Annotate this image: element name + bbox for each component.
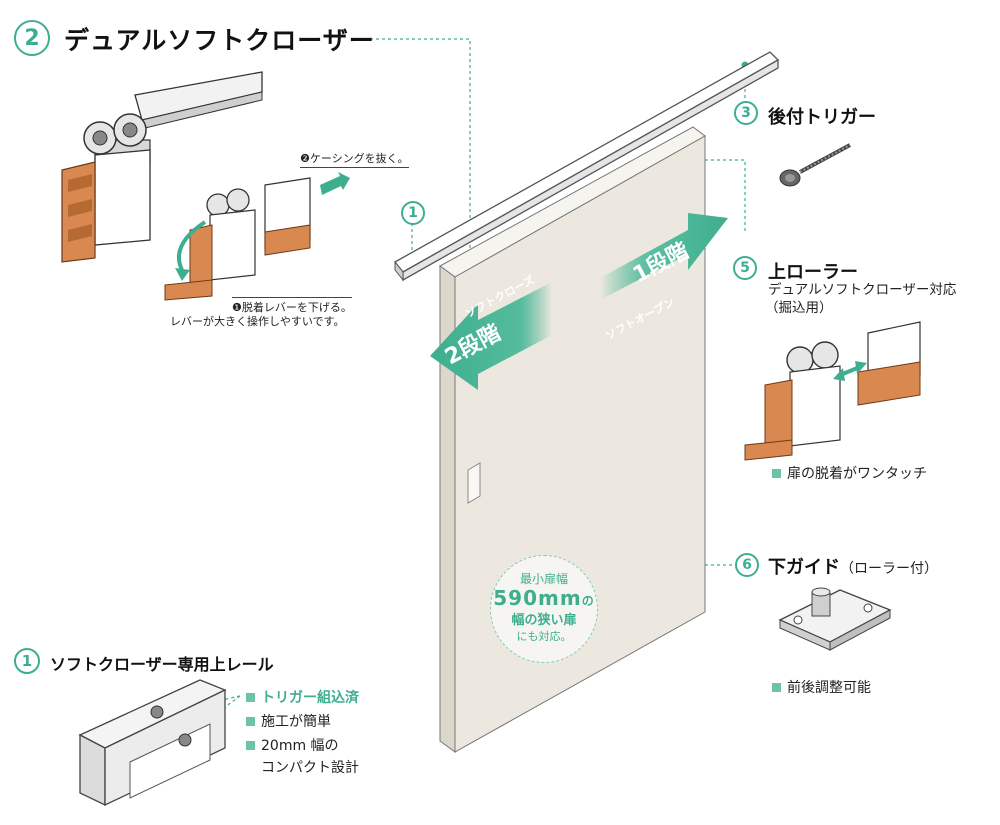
rail-features: トリガー組込済 施工が簡単 20mm 幅の コンパクト設計 — [246, 687, 359, 777]
upper-roller-subtitle: デュアルソフトクローザー対応 — [768, 282, 957, 298]
upper-roller-feature: 扉の脱着がワンタッチ — [772, 463, 927, 483]
leader-dual-closer — [358, 38, 471, 272]
section-number-2: 2 — [14, 20, 50, 56]
rail-feature-3-cont-text: コンパクト設計 — [261, 760, 359, 776]
min-door-width-badge: 最小扉幅 590mmの 幅の狭い扉 にも対応。 — [490, 555, 598, 663]
rail-number-marker: 1 — [401, 201, 425, 225]
rail-feature-2-text: 施工が簡単 — [261, 714, 331, 730]
lower-guide-feature-text: 前後調整可能 — [787, 680, 871, 696]
rail-feature-2: 施工が簡単 — [246, 711, 359, 731]
mid-roller-illustration — [164, 172, 350, 301]
badge-value: 590mm — [493, 586, 582, 610]
lower-guide-heading: 下ガイド（ローラー付） — [768, 553, 938, 579]
lower-guide-number-circle: 6 — [735, 553, 759, 577]
badge-line1: 最小扉幅 — [519, 572, 568, 586]
rail-feature-3-text: 20mm 幅の — [261, 738, 339, 754]
rail-feature-3-cont: コンパクト設計 — [246, 757, 359, 777]
upper-left-roller-illustration — [61, 71, 263, 263]
lower-guide-title: 下ガイド — [768, 557, 840, 578]
trigger-title: 後付トリガー — [768, 107, 876, 128]
rail-number-circle: 1 — [14, 648, 40, 674]
rail-feature-1-text: トリガー組込済 — [261, 690, 359, 706]
rail-feature-1: トリガー組込済 — [246, 687, 359, 707]
top-rail-illustration — [394, 51, 780, 282]
rail-1-illustration — [78, 679, 227, 807]
trigger-screw-illustration — [779, 143, 851, 187]
soft-close-arrow — [430, 282, 552, 390]
upper-roller-title: 上ローラー — [768, 262, 858, 283]
lever-step-note: レバーが大きく操作しやすいです。 — [170, 315, 345, 328]
casing-step-text: ❷ケーシングを抜く。 — [300, 150, 409, 168]
bullet-icon — [772, 682, 781, 692]
lower-guide-6-illustration — [778, 587, 892, 651]
upper-roller-subtitle-2: （掘込用） — [765, 300, 833, 316]
upper-roller-number-circle: 5 — [733, 256, 757, 280]
rail-feature-3: 20mm 幅の — [246, 735, 359, 755]
badge-line4: にも対応。 — [516, 630, 572, 643]
upper-roller-5-illustration — [744, 321, 921, 461]
page-title: デュアルソフトクローザー — [64, 26, 375, 55]
rail-title: ソフトクローザー専用上レール — [50, 655, 274, 674]
lower-guide-feature: 前後調整可能 — [772, 677, 871, 697]
badge-line3: 幅の狭い扉 — [511, 613, 577, 628]
bullet-icon — [772, 468, 781, 478]
upper-roller-feature-text: 扉の脱着がワンタッチ — [787, 466, 927, 482]
bullet-icon — [246, 716, 255, 726]
badge-line2: 590mmの — [491, 587, 597, 612]
soft-open-arrow — [600, 213, 728, 300]
badge-suffix: の — [581, 594, 595, 608]
lever-step-text: ❶脱着レバーを下げる。 — [232, 297, 352, 315]
trigger-number-circle: 3 — [734, 101, 758, 125]
bullet-icon — [246, 740, 255, 750]
lower-guide-title-suffix: （ローラー付） — [840, 561, 938, 577]
bullet-icon — [246, 692, 255, 702]
